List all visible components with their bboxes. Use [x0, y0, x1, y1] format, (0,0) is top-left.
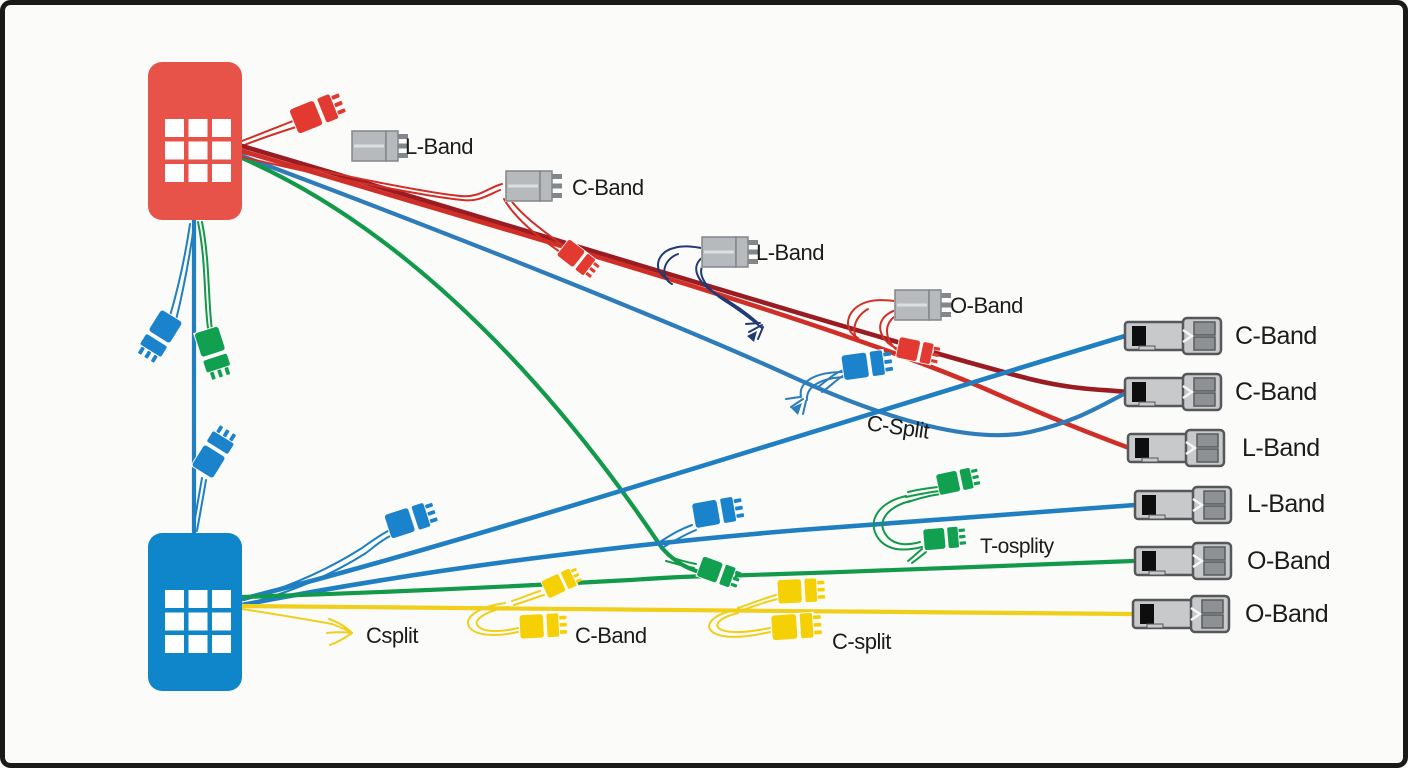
sfp-module-icon [1131, 594, 1231, 634]
inline-label-o-band-mid: O-Band [950, 293, 1023, 318]
connectors [134, 89, 982, 642]
yellow-fork [326, 618, 353, 646]
sfp-port-row: C-Band [1123, 316, 1317, 356]
sfp-module-icon [1123, 316, 1223, 356]
green-plug-icon [193, 324, 234, 382]
port-label: L-Band [1242, 434, 1320, 462]
red-dual-plug-icon [287, 89, 348, 136]
blue-diagonal-2 [239, 502, 1138, 608]
yellow-plug-icon [540, 565, 584, 600]
green-plug-icon [695, 555, 743, 591]
yellow-dual-plug-icon [518, 611, 568, 640]
yellow-dual-plug-icon [770, 611, 823, 642]
blue-dual-plug-icon [690, 494, 745, 530]
cables [169, 120, 1138, 646]
label-t-osplity: T-osplity [980, 535, 1055, 558]
sfp-port-row: O-Band [1133, 541, 1331, 581]
sfp-port-row: L-Band [1133, 485, 1325, 525]
sfp-module-icon [1123, 372, 1223, 412]
port-label: C-Band [1235, 322, 1317, 350]
blue-dual-plug-icon [840, 347, 894, 382]
yellow-main-cable [239, 603, 1136, 617]
green-main-cable [717, 558, 1136, 579]
blue-dual-plug-icon [382, 499, 440, 540]
red-patch-panel-icon [148, 62, 242, 220]
label-c-split-lower: C-split [832, 629, 891, 654]
green-plug-icon [922, 525, 967, 552]
gray-connector-icon [349, 128, 410, 164]
sfp-port-row: L-Band [1126, 428, 1320, 468]
label-c-band-lower: C-Band [575, 623, 647, 648]
inline-label-l-band-top: L-Band [405, 134, 473, 159]
blue-diagonal-1 [239, 333, 1128, 602]
blue-patch-panel-icon [148, 533, 242, 691]
sfp-port-row: C-Band [1123, 372, 1317, 412]
blue-plug-icon [190, 423, 240, 480]
inline-gray-connectors: L-Band C-Band L-Band O-Band [349, 128, 1023, 323]
sfp-module-icon [1133, 485, 1233, 525]
navy-fray-arrow [745, 322, 764, 342]
sfp-port-row: O-Band [1131, 594, 1329, 634]
gray-connector-icon [503, 168, 564, 204]
green-plug-icon [934, 465, 982, 497]
blue-fray-arrow [785, 396, 807, 415]
sfp-module-icon [1133, 541, 1233, 581]
port-label: O-Band [1247, 547, 1330, 575]
label-c-split-upper: C-Split [865, 410, 931, 444]
inline-label-l-band-mid: L-Band [756, 240, 824, 265]
darkred-main-cable [239, 143, 1130, 395]
label-csplit: Csplit [366, 623, 418, 648]
gray-connector-icon [699, 234, 760, 270]
inline-label-c-band-top: C-Band [572, 175, 644, 200]
port-label: L-Band [1247, 490, 1325, 518]
port-label: C-Band [1235, 378, 1317, 406]
sfp-module-icon [1126, 428, 1226, 468]
port-label: O-Band [1245, 600, 1328, 628]
sfp-ports: C-Band C-Band L-Band L-Band O-Band O-Ban… [1123, 316, 1331, 634]
gray-connector-icon [892, 287, 953, 323]
yellow-dual-plug-icon [776, 576, 826, 605]
